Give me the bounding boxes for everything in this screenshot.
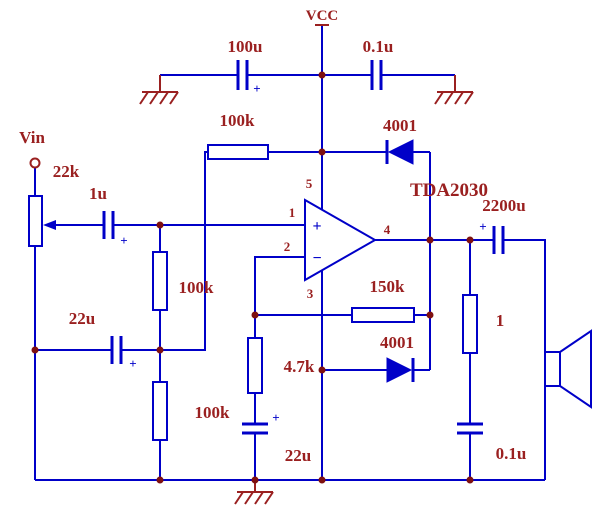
- label-0.1u-top: 0.1u: [363, 37, 394, 56]
- diodes: [385, 139, 415, 383]
- capacitor-100u: [236, 60, 249, 90]
- ic-name-label: TDA2030: [410, 180, 488, 201]
- resistor-100k-bottom: [152, 381, 168, 441]
- plus-2200u: +: [479, 219, 486, 234]
- capacitor-22u-bottom: [242, 422, 268, 435]
- plus-100u: +: [253, 81, 260, 96]
- capacitor-1u: [102, 211, 115, 239]
- capacitor-2200u: [492, 226, 505, 254]
- pin5-label: 5: [306, 176, 313, 191]
- capacitor-0.1u-bottom: [457, 422, 483, 435]
- vcc-label: VCC: [306, 8, 339, 24]
- vin-terminal: [29, 157, 41, 169]
- junction-dots: [31, 71, 474, 484]
- resistor-1ohm: [462, 294, 478, 354]
- wire-feedback: [254, 314, 430, 480]
- wire-diodes: [322, 151, 431, 371]
- vin-label: Vin: [19, 128, 45, 147]
- resistor-150k: [351, 307, 415, 323]
- diode-4001-top: [387, 139, 414, 165]
- pin3-label: 3: [307, 286, 314, 301]
- label-1u: 1u: [89, 184, 107, 203]
- speaker-body: [544, 351, 561, 387]
- opamp-triangle: [304, 198, 378, 282]
- opamp-minus-sign: −: [312, 250, 321, 267]
- plus-1u: +: [120, 233, 127, 248]
- label-100u: 100u: [228, 37, 263, 56]
- label-0.1u-bottom: 0.1u: [496, 444, 527, 463]
- labels: VCC 100u 0.1u 100k 4001 TDA2030 Vin 22k …: [19, 8, 526, 465]
- diode-4001-bottom: [386, 357, 413, 383]
- label-22u-left: 22u: [69, 309, 95, 328]
- ground-symbol-right: [434, 75, 474, 105]
- capacitor-0.1u-top: [370, 60, 383, 90]
- resistor-100k-top: [207, 144, 269, 160]
- label-150k: 150k: [370, 277, 406, 296]
- pin-numbers: 1 2 3 4 5: [284, 176, 391, 301]
- label-100k-top: 100k: [220, 111, 256, 130]
- wiper-arrow-icon: [43, 220, 56, 230]
- potentiometer-22k: [28, 195, 43, 247]
- label-2200u: 2200u: [482, 196, 525, 215]
- plus-22u-bottom: +: [272, 410, 279, 425]
- wire-output: [469, 239, 546, 480]
- capacitor-22u-left: [110, 336, 123, 364]
- label-22k: 22k: [53, 162, 80, 181]
- ground-symbol-left: [139, 75, 179, 105]
- label-4001-bottom: 4001: [380, 333, 414, 352]
- opamp-plus-sign: +: [312, 218, 321, 235]
- label-100k-bottom: 100k: [195, 403, 231, 422]
- pin4-label: 4: [384, 222, 391, 237]
- resistor-4.7k: [247, 337, 263, 394]
- label-4001-top: 4001: [383, 116, 417, 135]
- pin1-label: 1: [289, 205, 296, 220]
- label-1ohm: 1: [496, 311, 505, 330]
- wire-input-chain: [34, 168, 305, 480]
- speaker-cone: [559, 329, 592, 409]
- resistors: [28, 144, 478, 441]
- resistor-100k-mid: [152, 251, 168, 311]
- opamp-tda2030: + −: [304, 198, 378, 282]
- wire-pin2: [254, 256, 305, 315]
- wire-bias-feed: [160, 151, 322, 351]
- speaker-icon: [544, 329, 592, 409]
- pin2-label: 2: [284, 239, 291, 254]
- ground-symbol-bottom: [234, 480, 274, 505]
- label-22u-bottom: 22u: [285, 446, 311, 465]
- polarity-marks: + + + + +: [120, 81, 486, 425]
- wires: [34, 26, 546, 481]
- label-4.7k: 4.7k: [284, 357, 315, 376]
- plus-22u-left: +: [129, 356, 136, 371]
- label-100k-mid: 100k: [179, 278, 215, 297]
- capacitors: [102, 60, 505, 435]
